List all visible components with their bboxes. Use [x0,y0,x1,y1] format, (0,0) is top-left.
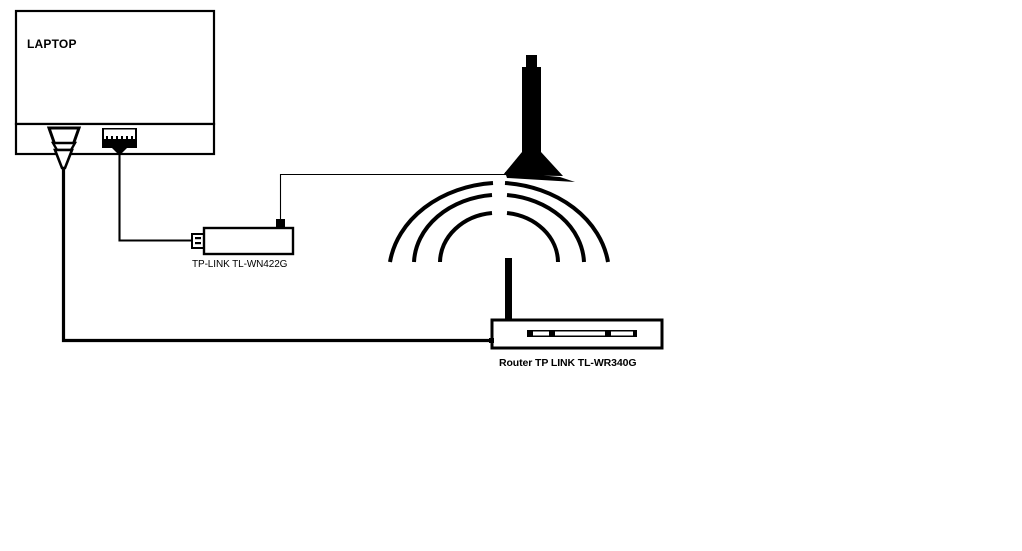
laptop-device [14,9,216,170]
usb-port-icon [102,128,137,154]
router-label: Router TP LINK TL-WR340G [499,357,637,369]
antenna-icon [503,55,575,322]
adapter-label: TP-LINK TL-WN422G [192,259,288,270]
laptop-label: LAPTOP [27,37,77,51]
trapezoid-connector-icon [46,126,82,170]
usb-cable [118,150,192,242]
wireless-usb-adapter-icon [191,219,295,256]
wireless-signal-arcs [388,181,610,263]
wireless-link-line [279,173,520,220]
ethernet-cable [61,163,493,343]
router-icon [489,318,664,350]
